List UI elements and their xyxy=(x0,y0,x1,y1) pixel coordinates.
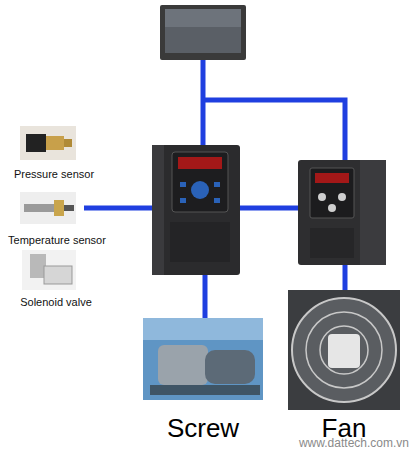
key xyxy=(180,198,186,203)
node-text: Pressure sensor xyxy=(6,168,102,180)
fan-photo xyxy=(288,290,400,410)
wire xyxy=(84,206,153,211)
main-inverter xyxy=(152,145,240,275)
sensor-thread xyxy=(64,139,72,147)
inverter-vent xyxy=(310,228,354,258)
fan-guard-ring xyxy=(306,312,382,388)
photo-bg xyxy=(22,250,76,290)
node-text: Solenoid valve xyxy=(8,296,104,308)
sensor-cable xyxy=(64,205,74,211)
photo-bg xyxy=(20,126,76,160)
fan-motor xyxy=(328,334,360,368)
solenoid-valve-photo xyxy=(22,250,76,290)
photo-bg xyxy=(288,290,400,410)
temperature-sensor-photo xyxy=(20,192,76,224)
inverter-body xyxy=(152,145,240,275)
keypad-display xyxy=(178,157,222,169)
hmi-glare xyxy=(165,9,241,27)
photo-bg xyxy=(20,192,76,224)
key xyxy=(318,193,326,201)
hmi-panel xyxy=(160,5,246,60)
wire xyxy=(239,206,299,211)
inverter-body xyxy=(298,160,386,265)
node-text: Temperature sensor xyxy=(2,234,112,246)
node-text: Screw xyxy=(133,413,273,444)
keypad-display xyxy=(315,173,349,183)
component-label: Temperature sensor xyxy=(2,188,112,246)
motor xyxy=(205,350,255,384)
fan-guard xyxy=(292,298,396,402)
photo-top xyxy=(143,318,263,340)
key xyxy=(214,198,220,203)
equipment-label: Screw xyxy=(133,318,273,444)
wire xyxy=(343,264,348,291)
component-label: Solenoid valve xyxy=(8,250,104,308)
motor-base xyxy=(150,385,260,395)
sensor-brass xyxy=(46,136,64,150)
sensor-nut xyxy=(54,200,64,216)
inverter-vent xyxy=(170,222,230,262)
compressor-block xyxy=(158,345,208,385)
keypad xyxy=(172,152,228,212)
key xyxy=(338,193,346,201)
watermark: www.dattech.com.vn xyxy=(299,436,409,450)
inverter-side xyxy=(360,160,386,265)
valve-body xyxy=(44,266,72,284)
photo-bg xyxy=(143,318,263,400)
inverter-side xyxy=(152,145,164,275)
pressure-sensor-photo xyxy=(20,126,76,160)
fan-inverter xyxy=(298,160,386,265)
hmi-frame xyxy=(160,5,246,60)
keypad-knob xyxy=(191,181,209,199)
keypad xyxy=(310,168,354,218)
hmi-screen xyxy=(165,9,241,53)
key xyxy=(328,204,336,212)
fan-guard-ring xyxy=(320,326,368,374)
key xyxy=(180,182,186,187)
key xyxy=(214,182,220,187)
equipment-label: Fan xyxy=(288,290,400,444)
sensor-connector xyxy=(26,134,46,152)
sensor-probe xyxy=(24,204,54,212)
component-label: Pressure sensor xyxy=(6,122,102,180)
wire xyxy=(203,274,208,319)
screw-photo xyxy=(143,318,263,400)
